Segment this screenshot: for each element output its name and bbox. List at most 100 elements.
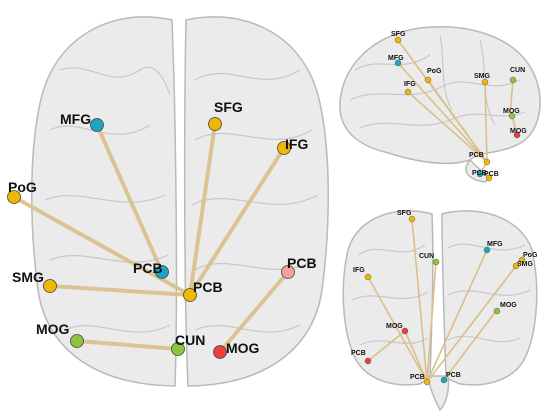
coronal-label-sfg: SFG xyxy=(397,210,412,217)
coronal-nodes: SFG MFG CUN PoG SMG IFG MOG MOG PCB PCB PCB xyxy=(351,210,538,386)
axial-nodes: MFG SFG IFG PoG PCB PCB PCB SMG MOG CUN MOG xyxy=(7,99,317,359)
edge-sag-ifg xyxy=(407,91,488,163)
sagittal-label-pcb1: PCB xyxy=(469,152,484,159)
axial-node-mog2 xyxy=(213,345,227,359)
axial-label-pcb3: PCB xyxy=(287,255,317,271)
sagittal-node-pog xyxy=(424,76,432,84)
axial-node-smg xyxy=(43,279,57,293)
sagittal-label-pog: PoG xyxy=(427,68,442,75)
axial-node-mog xyxy=(70,334,84,348)
sagittal-node-mog xyxy=(508,112,516,120)
coronal-label-mfg: MFG xyxy=(487,241,503,248)
coronal-label-smg: SMG xyxy=(517,261,534,268)
sagittal-label-pcb3: PCB xyxy=(484,171,499,178)
coronal-node-pog xyxy=(518,256,526,264)
edge-cor-pcb3 xyxy=(443,310,497,381)
axial-label-mog2: MOG xyxy=(226,340,260,356)
sagittal-label-pcb2: PCB xyxy=(472,170,487,177)
axial-label-pcb2: PCB xyxy=(193,279,223,295)
edge-sag-cun xyxy=(509,79,514,116)
axial-edges xyxy=(12,122,290,354)
edge-sag-pog xyxy=(427,79,488,163)
sagittal-node-mog2 xyxy=(513,131,521,139)
axial-node-pcb3 xyxy=(281,265,295,279)
axial-label-mog: MOG xyxy=(36,321,70,337)
coronal-view: SFG MFG CUN PoG SMG IFG MOG MOG PCB PCB PCB xyxy=(342,210,538,412)
edge-cor-cun xyxy=(426,261,437,383)
coronal-node-sfg xyxy=(408,215,416,223)
sagittal-label-mog2: MOG xyxy=(510,128,527,135)
edge-sfg-pcb xyxy=(188,122,217,297)
sagittal-node-sfg xyxy=(394,36,402,44)
coronal-node-mog xyxy=(493,307,501,315)
edge-mfg-pcb xyxy=(95,123,164,274)
coronal-label-mog: MOG xyxy=(500,302,517,309)
edge-cor-smg xyxy=(426,265,517,383)
axial-label-cun: CUN xyxy=(175,332,205,348)
coronal-label-pog: PoG xyxy=(523,252,538,259)
edge-sag-mfg xyxy=(397,62,488,163)
axial-node-pcb2 xyxy=(183,288,197,302)
edge-cor-mfg xyxy=(426,249,488,383)
sagittal-label-mog: MOG xyxy=(503,108,520,115)
axial-node-mfg xyxy=(90,118,104,132)
coronal-label-mog2: MOG xyxy=(386,323,403,330)
axial-label-ifg: IFG xyxy=(285,136,308,152)
sagittal-brain-outline xyxy=(339,26,541,183)
edge-cor-pcb1 xyxy=(367,330,406,362)
sagittal-label-ifg: IFG xyxy=(404,81,416,88)
axial-label-pcb1: PCB xyxy=(133,260,163,276)
coronal-node-mog2 xyxy=(401,327,409,335)
axial-label-sfg: SFG xyxy=(214,99,243,115)
coronal-edges xyxy=(367,218,517,383)
edge-cor-ifg xyxy=(367,276,428,383)
axial-node-pog xyxy=(7,190,21,204)
axial-label-smg: SMG xyxy=(12,269,44,285)
sagittal-node-pcb1 xyxy=(483,158,491,166)
coronal-label-ifg: IFG xyxy=(353,267,365,274)
edge-smg-pcb xyxy=(48,284,192,297)
axial-node-pcb1 xyxy=(155,265,169,279)
sagittal-node-cun xyxy=(509,76,517,84)
coronal-node-mfg xyxy=(483,246,491,254)
coronal-node-ifg xyxy=(364,273,372,281)
coronal-node-smg xyxy=(512,262,520,270)
coronal-label-pcb1: PCB xyxy=(351,350,366,357)
sagittal-label-cun: CUN xyxy=(510,67,525,74)
axial-label-pog: PoG xyxy=(8,179,37,195)
coronal-node-pcb2 xyxy=(423,378,431,386)
edge-sag-mog xyxy=(511,115,518,136)
axial-node-sfg xyxy=(208,117,222,131)
sagittal-label-mfg: MFG xyxy=(388,55,404,62)
coronal-label-cun: CUN xyxy=(419,253,434,260)
coronal-node-cun xyxy=(432,258,440,266)
coronal-label-pcb3: PCB xyxy=(446,372,461,379)
sagittal-edges xyxy=(397,39,518,175)
coronal-label-pcb2: PCB xyxy=(410,374,425,381)
coronal-node-pcb1 xyxy=(364,357,372,365)
sagittal-node-pcb3 xyxy=(485,174,493,182)
axial-label-mfg: MFG xyxy=(60,111,91,127)
edge-sag-smg xyxy=(484,81,488,163)
axial-view: MFG SFG IFG PoG PCB PCB PCB SMG MOG CUN MOG xyxy=(7,16,330,387)
coronal-gyri xyxy=(351,243,531,346)
axial-brain-outline xyxy=(30,16,330,387)
axial-node-cun xyxy=(171,342,185,356)
edge-cor-sfg xyxy=(411,218,428,383)
sagittal-node-ifg xyxy=(404,88,412,96)
sagittal-node-smg xyxy=(481,78,489,86)
coronal-node-pcb3 xyxy=(440,376,448,384)
sagittal-label-sfg: SFG xyxy=(391,31,406,38)
sagittal-node-mfg xyxy=(394,59,402,67)
sagittal-label-smg: SMG xyxy=(474,73,491,80)
edge-cor-mog xyxy=(404,330,428,383)
axial-node-ifg xyxy=(277,141,291,155)
sagittal-node-pcb2 xyxy=(476,170,484,178)
edge-pcb-mog xyxy=(218,270,290,354)
edge-ifg-pcb xyxy=(188,146,286,297)
edge-mog-cun xyxy=(75,339,180,351)
